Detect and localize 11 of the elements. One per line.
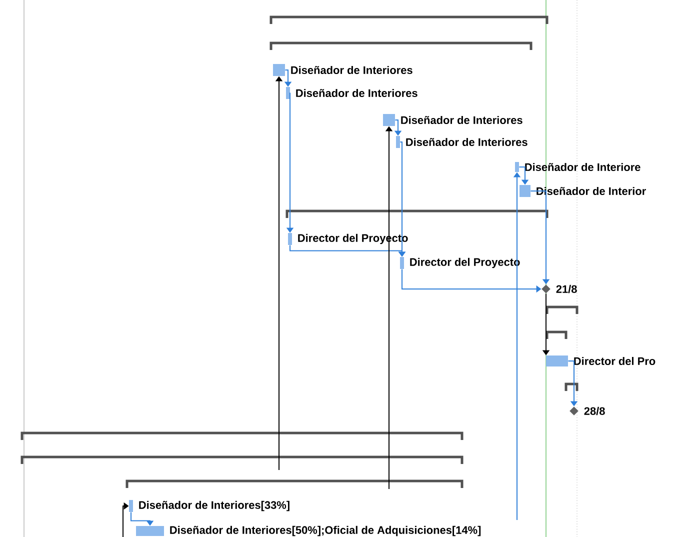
task-label: Diseñador de Interiores[33%] bbox=[139, 500, 290, 512]
task-label: 28/8 bbox=[584, 406, 605, 416]
task-label: Diseñador de Interior bbox=[536, 186, 646, 196]
task-label: Diseñador de Interiores bbox=[401, 116, 522, 124]
task-label: Diseñador de Interiores bbox=[291, 66, 412, 74]
task-label: Diseñador de Interiores bbox=[406, 138, 528, 146]
task-label: 21/8 bbox=[556, 284, 577, 294]
task-label: Director del Pro bbox=[574, 356, 656, 366]
task-label: Diseñador de Interiores[50%];Oficial de Adquisiciones[14%] bbox=[170, 526, 481, 536]
task-label: Diseñador de Interiore bbox=[525, 162, 640, 172]
task-label: Diseñador de Interiores bbox=[296, 88, 418, 98]
